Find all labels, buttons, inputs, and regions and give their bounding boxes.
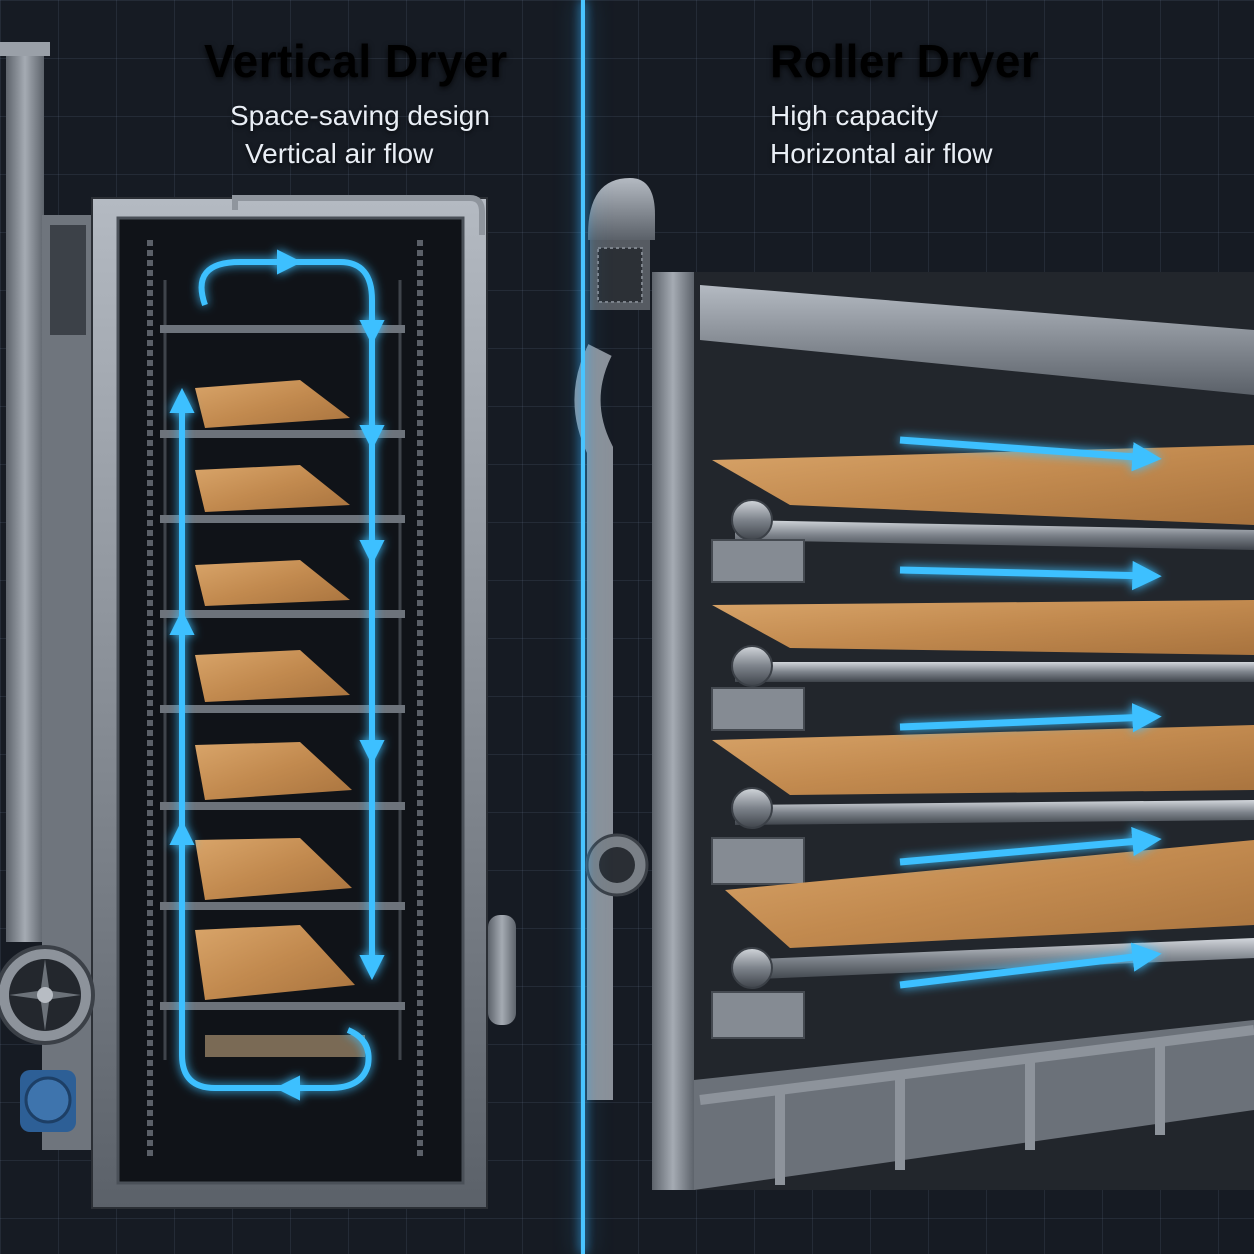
wood-board [195,650,350,702]
motor-icon [20,1070,76,1132]
roller-frame-post [652,272,694,1190]
wood-board [195,380,350,428]
vertical-trays [160,325,405,1057]
fan-icon [588,178,655,310]
roller-top-cover [700,285,1254,395]
roller-dryer-title: Roller Dryer [770,35,1040,87]
wood-board [712,445,1254,525]
airflow-arrow-icon [169,249,385,1101]
wood-board [195,742,352,800]
fan-icon [0,945,95,1045]
vertical-dryer [0,42,516,1209]
wood-board [712,600,1254,655]
wood-board [195,838,352,900]
exhaust-pipe [6,42,44,942]
roller-dryer [574,178,1254,1190]
vertical-feature-1: Space-saving design [230,100,490,131]
wood-board [725,840,1254,948]
roller-conveyor-levels [711,445,1254,1039]
wood-board [195,925,355,1000]
airflow-arrow-icon [899,436,1162,989]
motor-icon [585,833,649,897]
vertical-feature-2: Vertical air flow [245,138,434,169]
panel-divider [581,0,585,1254]
wood-board [712,725,1254,795]
vertical-chamber [116,216,465,1185]
roller-feature-2: Horizontal air flow [770,138,993,169]
roller-feature-1: High capacity [770,100,939,131]
wood-board [195,465,350,512]
vertical-dryer-title: Vertical Dryer [204,35,508,87]
wood-board [195,560,350,606]
